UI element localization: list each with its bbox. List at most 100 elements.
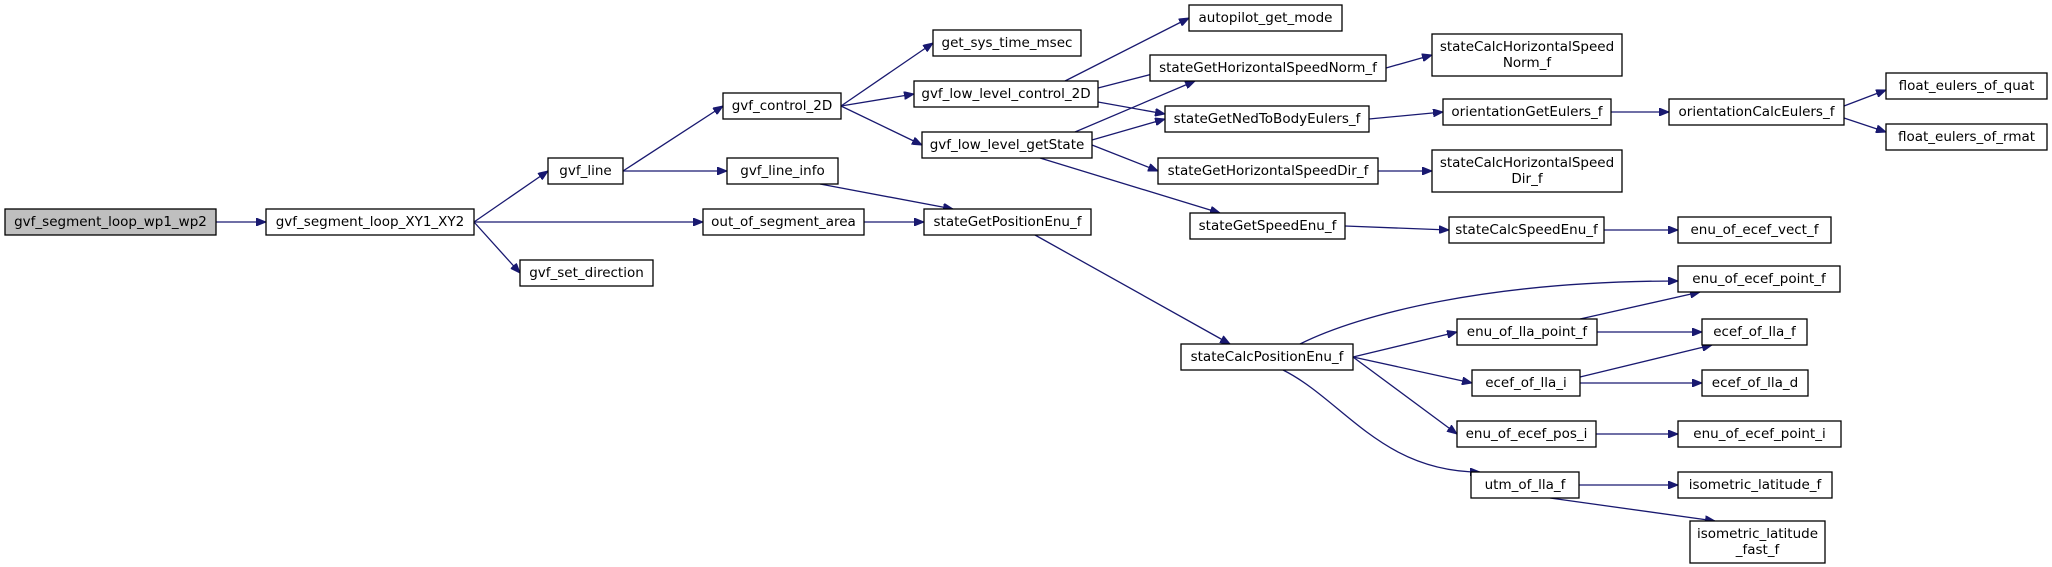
edge-stateCalcPositionEnu_f-to-utm_of_lla_f	[1282, 369, 1480, 472]
node-label: stateGetNedToBodyEulers_f	[1174, 111, 1362, 127]
node-stateGetNedToBodyEulers_f[interactable]: stateGetNedToBodyEulers_f	[1164, 105, 1370, 133]
edge-stateGetHorizontalSpeedNorm_f-to-stateCalcHorizontalSpeedNorm_f	[1385, 55, 1432, 69]
node-box[interactable]	[1442, 98, 1612, 126]
node-utm_of_lla_f[interactable]: utm_of_lla_f	[1470, 471, 1580, 499]
node-gvf_line[interactable]: gvf_line	[547, 157, 624, 185]
node-box[interactable]	[923, 208, 1092, 236]
node-box[interactable]	[547, 157, 624, 185]
node-box[interactable]	[1701, 318, 1808, 346]
node-stateGetHorizontalSpeedNorm_f[interactable]: stateGetHorizontalSpeedNorm_f	[1149, 54, 1387, 82]
node-box[interactable]	[519, 259, 654, 287]
node-box[interactable]	[1470, 471, 1580, 499]
node-box[interactable]	[1668, 98, 1845, 126]
node-stateGetPositionEnu_f[interactable]: stateGetPositionEnu_f	[923, 208, 1092, 236]
node-box[interactable]	[1189, 212, 1346, 240]
node-label: orientationCalcEulers_f	[1679, 104, 1836, 120]
node-enu_of_ecef_vect_f[interactable]: enu_of_ecef_vect_f	[1677, 216, 1832, 244]
node-ecef_of_lla_f[interactable]: ecef_of_lla_f	[1701, 318, 1808, 346]
node-label: gvf_line	[559, 163, 611, 179]
node-enu_of_lla_point_f[interactable]: enu_of_lla_point_f	[1456, 318, 1598, 346]
node-box[interactable]	[1180, 343, 1354, 371]
edge-gvf_low_level_getState-to-stateGetNedToBodyEulers_f	[1091, 119, 1165, 141]
edge-gvf_line_info-to-stateGetPositionEnu_f	[819, 183, 953, 209]
node-label: stateGetHorizontalSpeedDir_f	[1168, 163, 1370, 179]
node-box[interactable]	[1149, 54, 1387, 82]
node-ecef_of_lla_d[interactable]: ecef_of_lla_d	[1701, 369, 1809, 397]
node-box[interactable]	[1677, 420, 1842, 448]
node-get_sys_time_msec[interactable]: get_sys_time_msec	[932, 29, 1082, 57]
node-box[interactable]	[702, 208, 865, 236]
node-box[interactable]	[265, 208, 475, 236]
node-box[interactable]	[1471, 369, 1581, 397]
node-box[interactable]	[726, 157, 839, 185]
edge-stateGetNedToBodyEulers_f-to-orientationGetEulers_f	[1368, 112, 1443, 120]
node-box[interactable]	[1431, 33, 1623, 77]
node-float_eulers_of_rmat[interactable]: float_eulers_of_rmat	[1885, 123, 2048, 151]
node-ecef_of_lla_i[interactable]: ecef_of_lla_i	[1471, 369, 1581, 397]
node-gvf_low_level_getState[interactable]: gvf_low_level_getState	[921, 131, 1093, 159]
node-box[interactable]	[722, 92, 842, 120]
node-box[interactable]	[1164, 105, 1370, 133]
node-box[interactable]	[921, 131, 1093, 159]
edge-stateCalcPositionEnu_f-to-enu_of_ecef_pos_i	[1352, 356, 1457, 434]
node-stateCalcPositionEnu_f[interactable]: stateCalcPositionEnu_f	[1180, 343, 1354, 371]
node-gvf_segment_loop_wp1_wp2[interactable]: gvf_segment_loop_wp1_wp2	[4, 208, 217, 236]
node-box[interactable]	[1448, 216, 1605, 244]
node-box[interactable]	[1701, 369, 1809, 397]
node-box[interactable]	[1188, 4, 1343, 32]
node-isometric_latitude_fast_f[interactable]: isometric_latitude_fast_f	[1689, 520, 1826, 564]
node-box[interactable]	[932, 29, 1082, 57]
node-autopilot_get_mode[interactable]: autopilot_get_mode	[1188, 4, 1343, 32]
node-label: stateGetSpeedEnu_f	[1199, 218, 1338, 234]
node-gvf_segment_loop_XY1_XY2[interactable]: gvf_segment_loop_XY1_XY2	[265, 208, 475, 236]
node-stateGetSpeedEnu_f[interactable]: stateGetSpeedEnu_f	[1189, 212, 1346, 240]
node-out_of_segment_area[interactable]: out_of_segment_area	[702, 208, 865, 236]
node-box[interactable]	[913, 80, 1099, 108]
node-box[interactable]	[1677, 265, 1841, 293]
edge-gvf_low_level_getState-to-stateGetHorizontalSpeedNorm_f	[1074, 80, 1195, 133]
node-label: get_sys_time_msec	[942, 35, 1073, 51]
node-label: enu_of_ecef_point_i	[1693, 426, 1825, 442]
node-label: stateCalcPositionEnu_f	[1191, 349, 1345, 365]
node-float_eulers_of_quat[interactable]: float_eulers_of_quat	[1885, 72, 2048, 100]
node-orientationCalcEulers_f[interactable]: orientationCalcEulers_f	[1668, 98, 1845, 126]
node-box[interactable]	[1689, 520, 1826, 564]
node-label: gvf_segment_loop_wp1_wp2	[14, 214, 207, 230]
node-label: stateGetHorizontalSpeedNorm_f	[1159, 60, 1378, 76]
node-enu_of_ecef_pos_i[interactable]: enu_of_ecef_pos_i	[1456, 420, 1597, 448]
edge-gvf_segment_loop_XY1_XY2-to-gvf_line	[473, 171, 548, 223]
node-label: stateGetPositionEnu_f	[934, 214, 1083, 230]
node-label: gvf_low_level_getState	[930, 137, 1085, 153]
node-gvf_set_direction[interactable]: gvf_set_direction	[519, 259, 654, 287]
node-label: autopilot_get_mode	[1199, 10, 1333, 26]
node-label: Norm_f	[1503, 55, 1553, 71]
node-label: _fast_f	[1735, 542, 1781, 558]
node-orientationGetEulers_f[interactable]: orientationGetEulers_f	[1442, 98, 1612, 126]
node-box[interactable]	[1677, 471, 1833, 499]
edge-enu_of_lla_point_f-to-enu_of_ecef_point_f	[1579, 292, 1700, 320]
node-box[interactable]	[1885, 72, 2048, 100]
node-gvf_line_info[interactable]: gvf_line_info	[726, 157, 839, 185]
node-box[interactable]	[1885, 123, 2048, 151]
node-label: float_eulers_of_quat	[1899, 78, 2035, 94]
node-label: enu_of_ecef_point_f	[1692, 271, 1827, 287]
node-isometric_latitude_f[interactable]: isometric_latitude_f	[1677, 471, 1833, 499]
node-gvf_control_2D[interactable]: gvf_control_2D	[722, 92, 842, 120]
node-label: gvf_segment_loop_XY1_XY2	[276, 214, 465, 230]
node-box[interactable]	[1456, 318, 1598, 346]
node-enu_of_ecef_point_i[interactable]: enu_of_ecef_point_i	[1677, 420, 1842, 448]
node-label: ecef_of_lla_f	[1713, 324, 1797, 340]
node-box[interactable]	[1157, 157, 1379, 185]
node-box[interactable]	[1677, 216, 1832, 244]
node-box[interactable]	[4, 208, 217, 236]
node-enu_of_ecef_point_f[interactable]: enu_of_ecef_point_f	[1677, 265, 1841, 293]
node-box[interactable]	[1431, 149, 1623, 193]
node-box[interactable]	[1456, 420, 1597, 448]
node-gvf_low_level_control_2D[interactable]: gvf_low_level_control_2D	[913, 80, 1099, 108]
node-stateCalcSpeedEnu_f[interactable]: stateCalcSpeedEnu_f	[1448, 216, 1605, 244]
node-label: stateCalcHorizontalSpeed	[1440, 155, 1614, 171]
node-stateGetHorizontalSpeedDir_f[interactable]: stateGetHorizontalSpeedDir_f	[1157, 157, 1379, 185]
